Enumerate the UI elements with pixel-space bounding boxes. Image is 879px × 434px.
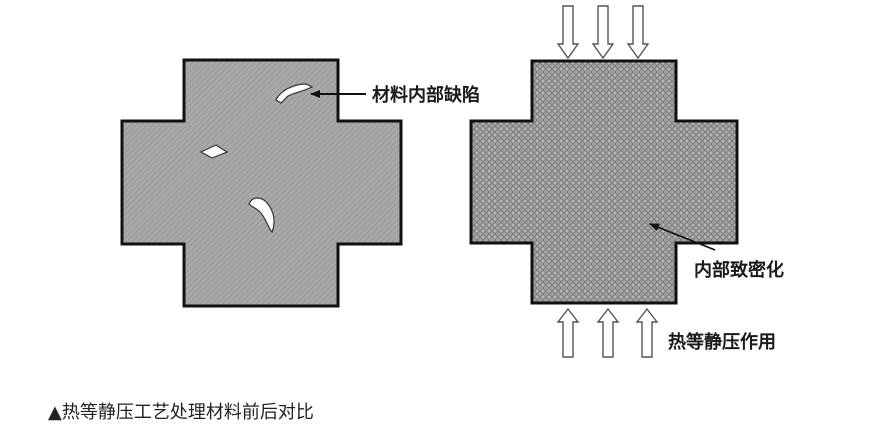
hollow-arrow-icon [556, 5, 580, 60]
hollow-arrow-icon [596, 307, 620, 358]
defect-void-bottom [248, 197, 275, 234]
hip-action-label: 热等静压作用 [668, 331, 776, 353]
densified-pointer-arrow [649, 223, 716, 251]
hollow-arrow-icon [626, 5, 650, 60]
defect-void-middle [199, 144, 229, 159]
bottom-pressure-arrows [556, 307, 659, 358]
before-hip-part: 材料内部缺陷 [120, 58, 480, 308]
before-cross-shape [120, 58, 403, 308]
defect-label: 材料内部缺陷 [372, 84, 480, 106]
defect-void-top [275, 83, 314, 104]
hollow-arrow-icon [591, 5, 615, 60]
hollow-arrow-icon [635, 307, 659, 358]
hollow-arrow-icon [556, 307, 580, 358]
top-pressure-arrows [556, 5, 650, 60]
after-cross-shape [469, 59, 739, 305]
after-hip-part: 内部致密化 热等静压作用 [469, 5, 784, 358]
densified-label: 内部致密化 [694, 259, 784, 281]
figure-caption: ▲热等静压工艺处理材料前后对比 [48, 402, 314, 423]
